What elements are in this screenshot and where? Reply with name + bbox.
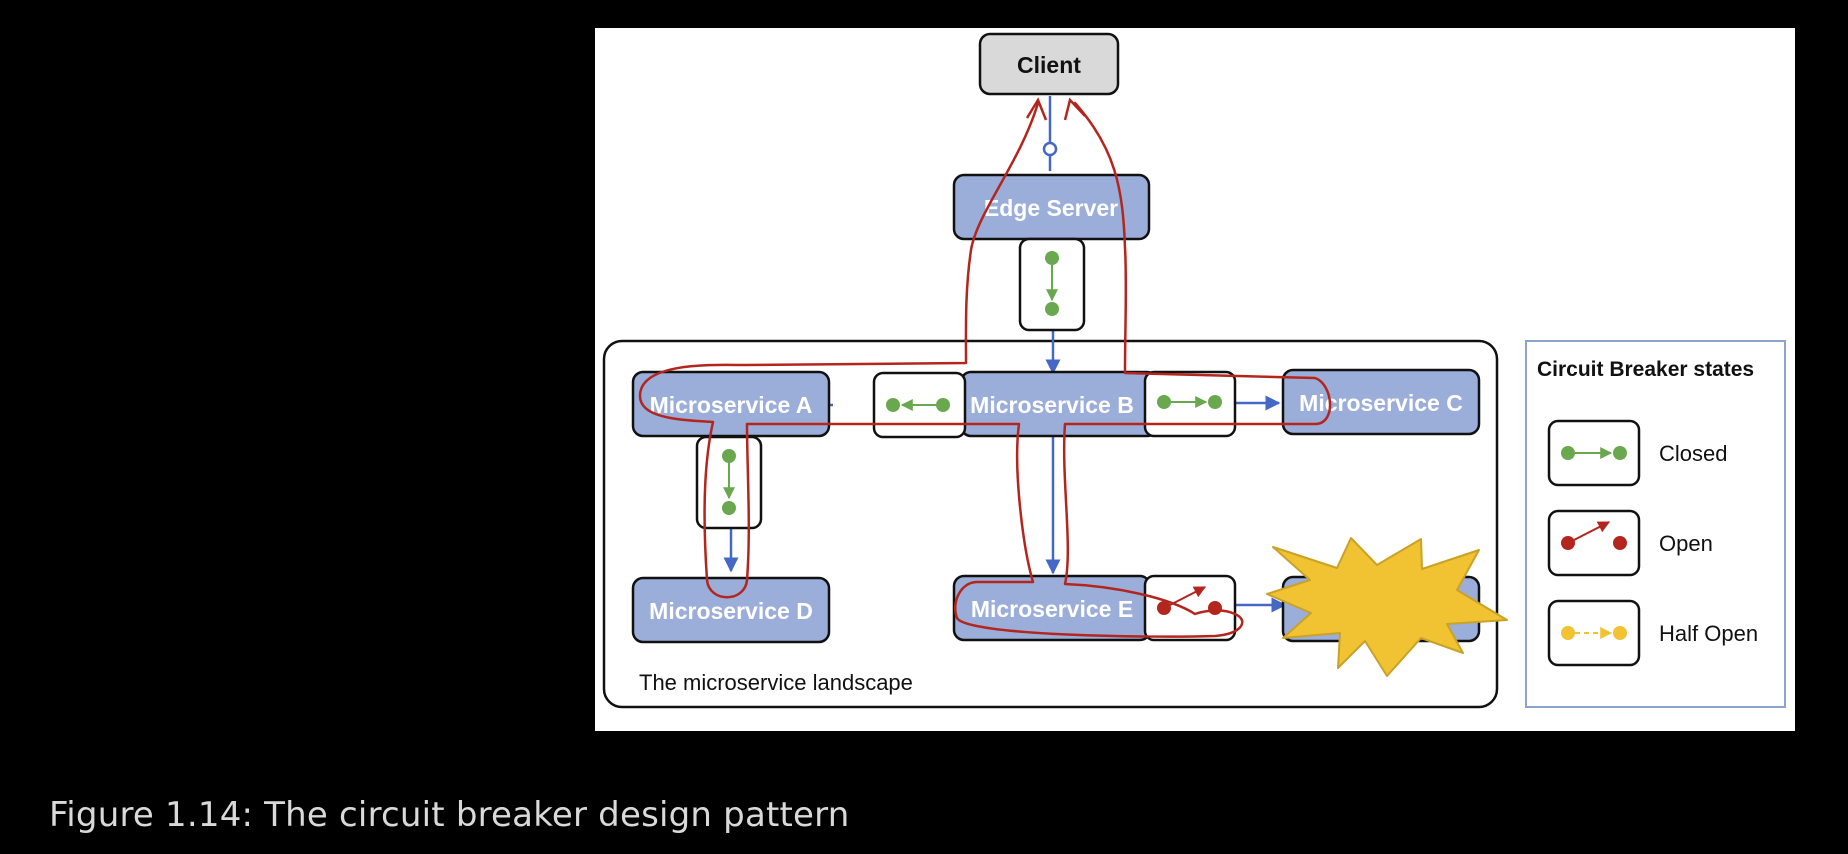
legend-half-open: Half Open	[1547, 599, 1758, 667]
microservice-a-label: Microservice A	[650, 392, 813, 418]
microservice-d-label: Microservice D	[649, 598, 813, 624]
legend: Circuit Breaker states Closed Open Half …	[1525, 340, 1786, 708]
diagram-canvas: The microservice landscape Client Edge S…	[602, 32, 1786, 709]
microservice-b-label: Microservice B	[970, 392, 1134, 418]
failure-arrowhead-right	[1063, 97, 1086, 121]
landscape-boundary	[602, 339, 1499, 709]
landscape-label: The microservice landscape	[639, 670, 913, 695]
legend-closed-label: Closed	[1659, 441, 1727, 466]
legend-half-open-label: Half Open	[1659, 621, 1758, 646]
client-edge-connector	[1042, 141, 1058, 157]
edge-breaker-closed	[1018, 237, 1086, 332]
microservice-b-node: Microservice B	[959, 370, 1159, 438]
legend-open-label: Open	[1659, 531, 1713, 556]
legend-open: Open	[1547, 509, 1713, 577]
a-b-breaker-closed	[872, 371, 967, 439]
microservice-c-label: Microservice C	[1299, 390, 1463, 416]
e-breaker-open	[1143, 574, 1237, 642]
client-label: Client	[1017, 52, 1081, 78]
b-c-breaker-closed	[1143, 370, 1237, 438]
figure-caption: Figure 1.14: The circuit breaker design …	[49, 795, 850, 835]
client-node: Client	[978, 32, 1120, 96]
microservice-c-node: Microservice C	[1281, 368, 1481, 436]
edge-server-node: Edge Server	[952, 173, 1151, 241]
failure-propagation-path	[638, 101, 1332, 638]
microservice-a-node: Microservice A	[631, 370, 831, 438]
failure-arrowhead-left	[1025, 97, 1048, 121]
circuit-breaker-diagram: The microservice landscape Client Edge S…	[595, 28, 1795, 731]
a-d-breaker-closed	[695, 435, 763, 530]
microservice-d-node: Microservice D	[631, 576, 831, 644]
microservice-e-label: Microservice E	[971, 596, 1133, 622]
edge-server-label: Edge Server	[984, 195, 1118, 221]
legend-closed: Closed	[1547, 419, 1727, 487]
failure-explosion-icon	[1266, 537, 1508, 677]
microservice-e-node: Microservice E	[952, 574, 1152, 642]
legend-title: Circuit Breaker states	[1537, 358, 1754, 381]
